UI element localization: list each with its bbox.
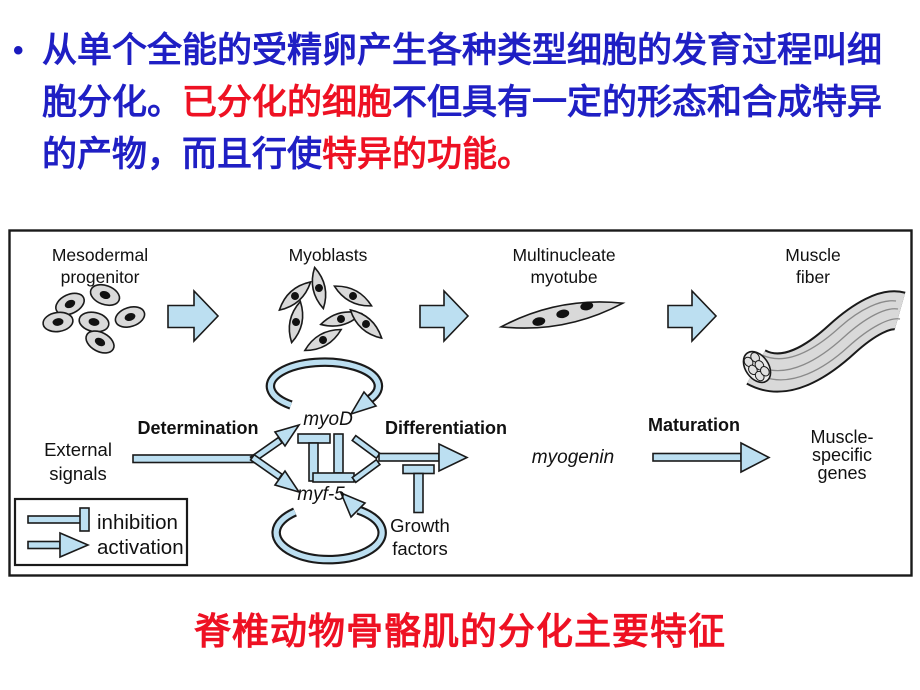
myotube-cell [498, 301, 626, 329]
legend-inhibition-icon [27, 507, 90, 532]
intro-segment-blue-1: 从单个全能的受精卵产生各种类型细胞的发育过程叫细胞分化。 [42, 31, 883, 122]
stage-arrow-2-icon [419, 289, 470, 343]
stage-label-muscle: Muscle [785, 245, 840, 265]
gene-myogenin: myogenin [532, 447, 614, 468]
intro-segment-red-1: 已分化的细胞 [182, 83, 393, 122]
growth-factors-line1: Growth [390, 515, 450, 536]
myoblast-cells [278, 265, 383, 352]
muscle-fiber-drawing [742, 290, 906, 393]
process-label-differentiation: Differentiation [385, 418, 507, 438]
process-label-maturation: Maturation [648, 415, 740, 435]
gene-myf5: myf-5 [297, 484, 345, 505]
external-signals-line1: External [44, 439, 112, 460]
stage-label-multinucleate: Multinucleate [512, 245, 615, 265]
progenitor-cells [42, 283, 146, 354]
muscle-specific-line2: specific [812, 445, 872, 465]
gene-myod: myoD [303, 409, 353, 430]
process-label-determination: Determination [137, 418, 258, 438]
maturation-arrow-icon [652, 441, 771, 474]
growth-factors-inhibition-icon [402, 464, 435, 514]
stage-label-progenitor: progenitor [61, 267, 140, 287]
stage-label-fiber: fiber [796, 267, 830, 287]
legend-inhibition-label: inhibition [97, 511, 178, 534]
muscle-specific-line3: genes [817, 463, 866, 483]
intro-paragraph: 从单个全能的受精卵产生各种类型细胞的发育过程叫细胞分化。已分化的细胞不但具有一定… [42, 25, 892, 181]
muscle-differentiation-diagram: Mesodermal progenitor Myoblasts Multinuc… [8, 229, 913, 577]
external-signals-line2: signals [49, 463, 107, 484]
determination-arrow-icon [132, 423, 301, 494]
stage-arrow-3-icon [667, 289, 718, 343]
myf5-autoregulation-loop-icon [271, 491, 387, 565]
stage-label-mesodermal: Mesodermal [52, 245, 148, 265]
legend-activation-icon [27, 531, 91, 559]
growth-factors-line2: factors [392, 538, 448, 559]
legend-activation-label: activation [97, 536, 184, 559]
legend-box: inhibition activation [13, 497, 189, 567]
intro-segment-red-2: 特异的功能。 [322, 135, 533, 174]
caption-title: 脊椎动物骨骼肌的分化主要特征 [194, 611, 726, 652]
bullet-point: • [13, 34, 24, 67]
myod-autoregulation-loop-icon [265, 357, 384, 416]
muscle-specific-line1: Muscle- [810, 427, 873, 447]
stage-arrow-1-icon [167, 289, 220, 343]
differentiation-arrow-icon [351, 434, 469, 484]
intro-segment-blue-2: 不但具有一定的形态和合成特异的产物，而且行使 [42, 83, 883, 174]
stage-label-myotube: myotube [530, 267, 597, 287]
stage-label-myoblasts: Myoblasts [289, 245, 368, 265]
